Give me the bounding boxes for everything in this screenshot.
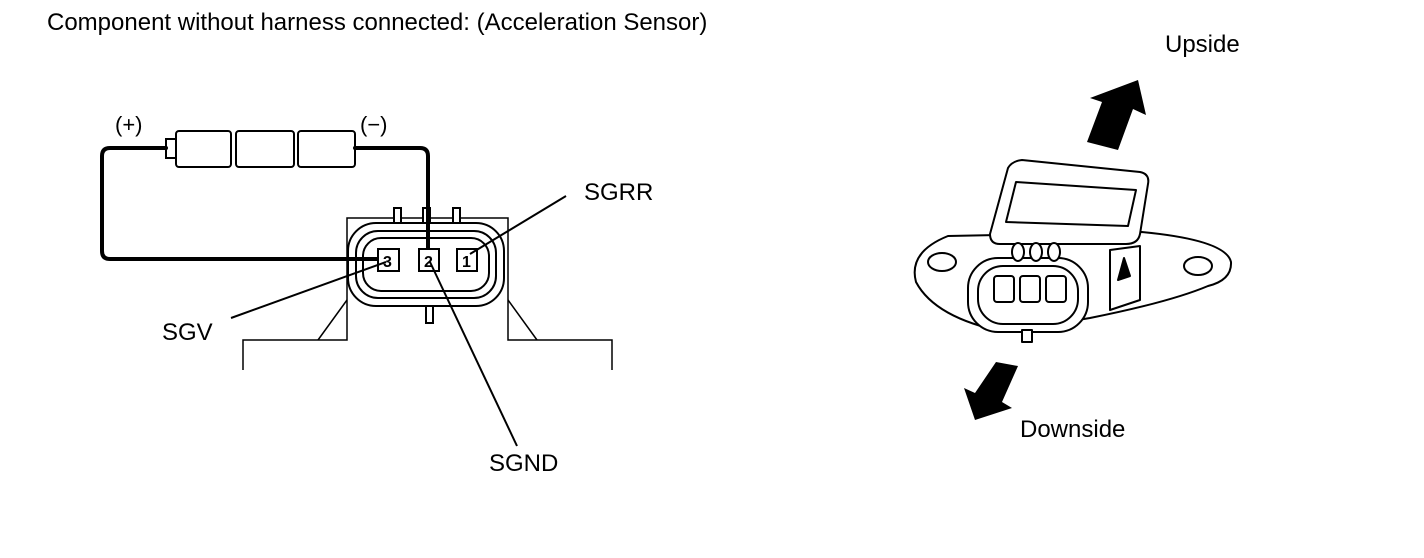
sensor-body [913,159,1233,343]
upside-label: Upside [1165,31,1240,58]
sgv-label: SGV [162,319,213,346]
sgrr-label: SGRR [584,179,653,206]
battery [165,130,356,168]
polarity-plus-label: (+) [115,112,143,137]
downside-label: Downside [1020,416,1125,443]
pin-2-label: 2 [424,254,433,271]
arrow-down-icon [964,362,1018,420]
pin-3-label: 3 [383,254,392,271]
test-wiring [100,146,430,261]
polarity-minus-label: (−) [360,112,388,137]
pin-terminals [377,248,478,272]
diagram-title: Component without harness connected: (Ac… [47,9,708,36]
pin-1-label: 1 [462,254,471,271]
leader-lines [230,195,567,447]
arrow-up-icon [1087,80,1146,150]
sgnd-label: SGND [489,450,558,477]
